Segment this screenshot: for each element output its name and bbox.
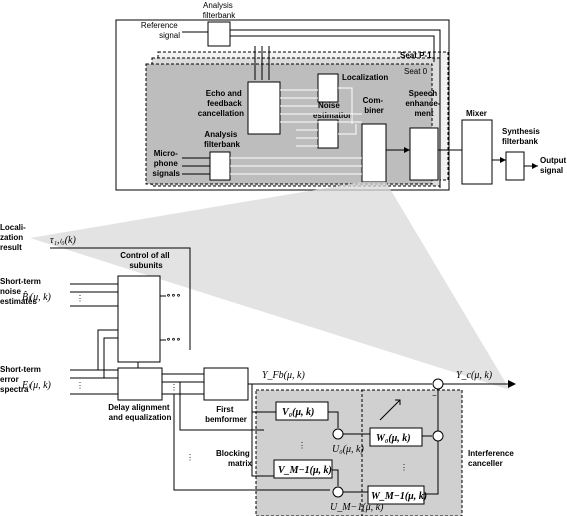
delay-alignment-label: Delay alignment and equalization bbox=[108, 403, 172, 422]
noise-estimation-label: Noise estimation bbox=[313, 101, 353, 120]
first-beamformer-label: First bemformer bbox=[205, 405, 247, 424]
analysis-filterbank-top-label: Analysis filterbank bbox=[203, 1, 236, 20]
echo-output-wires bbox=[280, 89, 362, 123]
delay-to-blocking bbox=[173, 382, 330, 491]
control-label: Control of all subunits bbox=[120, 251, 172, 270]
output-signal-label: Output signal bbox=[540, 156, 567, 175]
mic-to-combiner-wires bbox=[230, 157, 362, 175]
mixer-block bbox=[461, 119, 493, 185]
arrowhead-3 bbox=[532, 163, 538, 169]
arrowhead-2 bbox=[500, 157, 506, 163]
wm1-block bbox=[367, 485, 425, 505]
delay-alignment-block bbox=[117, 367, 163, 401]
y-c-label: Y_c(μ, k) bbox=[456, 370, 493, 381]
microphone-wires bbox=[182, 157, 210, 175]
y-fb-label: Y_Fb(μ, k) bbox=[262, 370, 305, 381]
synthesis-filterbank-block bbox=[505, 151, 525, 181]
localization-result-label: Locali- zation result bbox=[0, 223, 28, 252]
zoom-funnel bbox=[30, 182, 510, 390]
error-spectra-label: Short-term error spectra bbox=[0, 365, 43, 394]
blocking-matrix-label: Blocking matrix bbox=[216, 449, 253, 468]
localization-block bbox=[317, 73, 339, 103]
vm1-wires bbox=[332, 469, 339, 486]
reference-to-echo bbox=[254, 46, 270, 80]
reference-routing bbox=[230, 29, 441, 188]
control-dots-2: ∘∘∘ bbox=[166, 335, 181, 344]
noise-estimates-label: Short-term noise estimates bbox=[0, 277, 43, 306]
combiner-label: Com- biner bbox=[363, 96, 386, 115]
control-block bbox=[117, 275, 161, 363]
tau-label: τ₁,ₗ₀(k) bbox=[50, 235, 76, 246]
control-outputs bbox=[160, 295, 166, 341]
echo-feedback-block bbox=[247, 81, 281, 135]
w0-block bbox=[369, 427, 423, 447]
wm1-output bbox=[424, 441, 439, 495]
combiner-block bbox=[361, 123, 387, 183]
v0-wires bbox=[262, 411, 339, 428]
interference-canceller-label: Interference canceller bbox=[468, 449, 516, 468]
noise-dots: ⋮ bbox=[76, 294, 84, 303]
sum-node-vm1 bbox=[332, 486, 344, 498]
wblock-dots: ⋮ bbox=[400, 463, 408, 472]
analysis-filterbank-bottom-label: Analysis filterbank bbox=[204, 130, 241, 149]
mixer-label: Mixer bbox=[466, 109, 487, 118]
seat-p1-label: Seat P-1 bbox=[400, 51, 432, 60]
noise-input-wires bbox=[296, 129, 318, 147]
localization-wire bbox=[50, 247, 191, 350]
control-dots-1: ∘∘∘ bbox=[166, 291, 181, 300]
adapt-arrow bbox=[379, 399, 401, 421]
blocking-input-dots: ⋮ bbox=[186, 453, 194, 462]
speech-enhancement-label: Speech enhance- ment bbox=[405, 89, 442, 118]
reference-signal-label: Reference signal bbox=[141, 21, 180, 40]
sum-node-output bbox=[432, 378, 444, 390]
noise-wires bbox=[70, 283, 118, 307]
arrowhead-1 bbox=[404, 147, 410, 153]
error-wires bbox=[70, 369, 118, 395]
analysis-filterbank-top-block bbox=[207, 21, 231, 47]
wm1-label: W_M−1(μ, k) bbox=[371, 491, 427, 502]
b-hat-label: B̂ₗ(μ, k) bbox=[22, 290, 52, 303]
v0-label: V₀(μ, k) bbox=[282, 407, 314, 418]
seat-0-label: Seat 0 bbox=[404, 67, 428, 76]
loc-noise-to-combiner bbox=[338, 87, 357, 135]
sum-node-w0 bbox=[432, 430, 444, 442]
delay-dots: ⋮ bbox=[170, 383, 178, 392]
speech-enhancement-block bbox=[409, 127, 439, 181]
first-beamformer-block bbox=[203, 367, 249, 401]
error-dots: ⋮ bbox=[76, 381, 84, 390]
echo-feedback-label: Echo and feedback cancellation bbox=[198, 89, 244, 118]
sum-node-v0 bbox=[332, 428, 344, 440]
um1-label: U_M−1(μ, k) bbox=[330, 502, 384, 513]
vm1-label: V_M−1(μ, k) bbox=[278, 465, 332, 476]
vblock-dots: ⋮ bbox=[298, 441, 306, 450]
synthesis-filterbank-label: Synthesis filterbank bbox=[502, 127, 542, 146]
arrowhead-output bbox=[508, 380, 516, 388]
analysis-filterbank-bottom-block bbox=[209, 151, 231, 181]
w0-label: W₀(μ, k) bbox=[376, 433, 411, 444]
minus-sign: − bbox=[432, 391, 437, 400]
vm1-block bbox=[273, 459, 333, 479]
localization-label: Localization bbox=[342, 73, 388, 82]
error-to-control bbox=[97, 329, 118, 378]
microphone-signals-label: Micro- phone signals bbox=[152, 149, 180, 178]
u0-label: U₀(μ, k) bbox=[332, 444, 364, 455]
delay-to-beamformer bbox=[162, 373, 204, 395]
e-l-label: Eₗ(μ, k) bbox=[21, 380, 52, 391]
v0-block bbox=[275, 401, 329, 421]
noise-estimation-block bbox=[317, 119, 339, 149]
